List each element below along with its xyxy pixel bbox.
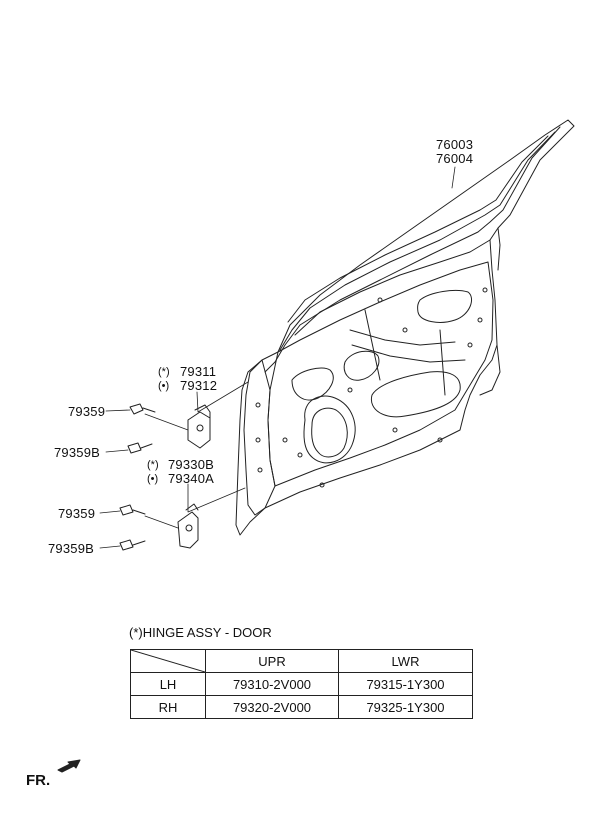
hinge-table: UPR LWR LH 79310-2V000 79315-1Y300 RH 79… — [130, 649, 473, 719]
sym-star-upper: (*) — [158, 366, 170, 378]
regulator-rail — [349, 329, 466, 363]
cell-upr: 79310-2V000 — [205, 672, 339, 696]
cell-lwr: 79325-1Y300 — [338, 695, 473, 719]
access-hole-2 — [343, 350, 380, 381]
door-rear-edge — [479, 344, 501, 396]
fr-arrow-icon — [57, 759, 81, 773]
bolts — [119, 403, 156, 551]
belt-line — [294, 227, 501, 336]
label-79359-upper: 79359 — [68, 404, 106, 419]
header-lwr: LWR — [338, 649, 473, 673]
row-side: LH — [130, 672, 206, 696]
hinge-face — [243, 359, 276, 516]
cell-lwr: 79315-1Y300 — [338, 672, 473, 696]
label-79359b-upper: 79359B — [54, 445, 101, 460]
label-79359b-lower: 79359B — [48, 541, 95, 556]
label-76004: 76004 — [436, 151, 474, 166]
panel-holes — [255, 287, 488, 488]
access-hole-1 — [291, 367, 334, 401]
cell-upr: 79320-2V000 — [205, 695, 339, 719]
sym-dot-upper: (•) — [158, 380, 170, 392]
label-79359-lower: 79359 — [58, 506, 96, 521]
window-channel-2 — [287, 135, 549, 323]
label-76003: 76003 — [436, 137, 474, 152]
corner-diagonal — [131, 650, 205, 672]
label-79340a: 79340A — [168, 471, 215, 486]
table-row: LH 79310-2V000 79315-1Y300 — [130, 672, 473, 696]
row-side: RH — [130, 695, 206, 719]
speaker-ring — [311, 407, 348, 458]
rail-2 — [364, 309, 446, 396]
window-channel — [279, 131, 556, 351]
sym-dot-lower: (•) — [147, 473, 159, 485]
access-hole-3 — [370, 371, 461, 418]
label-79312: 79312 — [180, 378, 218, 393]
table-header-row: UPR LWR — [130, 649, 473, 673]
door-frame-inner — [264, 126, 561, 373]
label-79311: 79311 — [180, 364, 217, 379]
door-frame-outer — [235, 119, 575, 536]
sym-star-lower: (*) — [147, 459, 159, 471]
table-row: RH 79320-2V000 79325-1Y300 — [130, 695, 473, 719]
table-corner-cell — [130, 649, 206, 673]
leader-lines — [99, 166, 456, 549]
inner-panel — [267, 261, 494, 487]
label-79330b: 79330B — [168, 457, 215, 472]
header-upr: UPR — [205, 649, 339, 673]
access-hole-4 — [417, 289, 472, 323]
upper-hinge — [187, 404, 211, 449]
table-title: (*)HINGE ASSY - DOOR — [129, 625, 272, 640]
front-indicator: FR. — [26, 772, 51, 789]
